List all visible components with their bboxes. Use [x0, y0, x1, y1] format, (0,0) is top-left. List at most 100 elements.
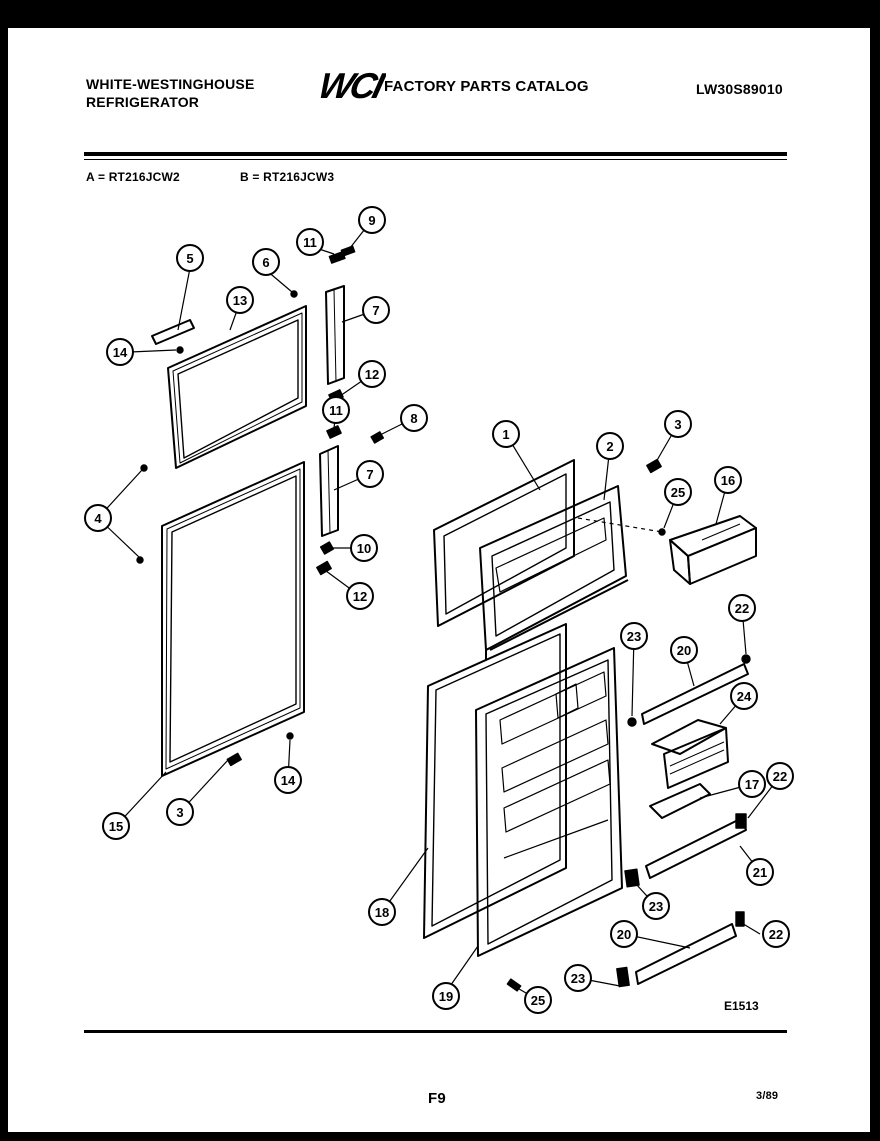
callout-circle	[728, 594, 756, 622]
callout-circle	[358, 360, 386, 388]
callout-circle	[714, 466, 742, 494]
callout-circle	[524, 986, 552, 1014]
callout-circle	[350, 534, 378, 562]
callout-7: 7	[362, 296, 390, 324]
callout-label: 11	[303, 235, 317, 250]
callout-circle	[274, 766, 302, 794]
brand-line-2: REFRIGERATOR	[86, 94, 200, 110]
callout-label: 25	[531, 993, 545, 1008]
wci-logo: WCI	[314, 66, 390, 106]
door-bar-upper-part	[641, 663, 749, 725]
callout-circle	[166, 798, 194, 826]
callout-9: 9	[358, 206, 386, 234]
catalog-number: LW30S89010	[696, 81, 783, 97]
callout-circle	[564, 964, 592, 992]
callout-label: 22	[735, 601, 749, 616]
header-rule-thick	[84, 152, 787, 156]
callout-label: 5	[186, 251, 193, 266]
callout-12: 12	[346, 582, 374, 610]
callout-circle	[296, 228, 324, 256]
callout-circle	[106, 338, 134, 366]
callout-1: 1	[492, 420, 520, 448]
callout-label: 22	[769, 927, 783, 942]
callout-4: 4	[84, 504, 112, 532]
hinge-channel-upper-part	[325, 285, 345, 385]
callout-circle	[492, 420, 520, 448]
callout-circle	[642, 892, 670, 920]
callout-11: 11	[296, 228, 324, 256]
callout-label: 13	[233, 293, 247, 308]
callout-16: 16	[714, 466, 742, 494]
freezer-door-gasket-part	[167, 305, 307, 469]
callout-circle	[664, 478, 692, 506]
callout-label: 14	[113, 345, 128, 360]
page-number: F9	[428, 1090, 446, 1107]
callout-12: 12	[358, 360, 386, 388]
callout-circle	[252, 248, 280, 276]
callout-circle	[368, 898, 396, 926]
callout-17: 17	[738, 770, 766, 798]
dairy-compartment-part	[651, 719, 729, 789]
callout-label: 10	[357, 541, 371, 556]
freezer-door-liner-part	[479, 485, 629, 660]
callout-circle	[102, 812, 130, 840]
door-bar-lower-part	[635, 923, 737, 985]
callout-20: 20	[610, 920, 638, 948]
callout-circle	[226, 286, 254, 314]
callout-circle	[664, 410, 692, 438]
page-date: 3/89	[756, 1090, 779, 1102]
fresh-food-door-liner-part	[475, 647, 623, 957]
callout-21: 21	[746, 858, 774, 886]
model-a: A = RT216JCW2	[86, 170, 180, 184]
callout-label: 18	[375, 905, 389, 920]
callout-circle	[762, 920, 790, 948]
callout-label: 14	[281, 773, 296, 788]
model-b: B = RT216JCW3	[240, 170, 335, 184]
callout-25: 25	[664, 478, 692, 506]
callout-label: 23	[627, 629, 641, 644]
brand-line-1: WHITE-WESTINGHOUSE	[86, 76, 255, 92]
callout-circle	[84, 504, 112, 532]
callout-22: 22	[766, 762, 794, 790]
callout-label: 20	[677, 643, 691, 658]
callout-label: 3	[674, 417, 681, 432]
door-bar-middle-part	[645, 817, 747, 879]
fresh-food-gasket-right-part	[423, 623, 567, 939]
exploded-parts-diagram: 1233456778910111112121314141516171819202…	[84, 206, 794, 1014]
hinge-channel-lower-part	[319, 445, 339, 537]
freezer-door-bin-part	[669, 515, 757, 585]
callout-circle	[346, 582, 374, 610]
callout-circle	[620, 622, 648, 650]
small-hardware-parts	[136, 245, 751, 992]
callout-5: 5	[176, 244, 204, 272]
callout-circle	[176, 244, 204, 272]
callout-label: 7	[366, 467, 373, 482]
callout-label: 23	[649, 899, 663, 914]
callout-label: 7	[372, 303, 379, 318]
callout-23: 23	[620, 622, 648, 650]
callout-circle	[766, 762, 794, 790]
callout-circle	[400, 404, 428, 432]
callout-label: 12	[365, 367, 379, 382]
callout-label: 6	[262, 255, 269, 270]
callout-label: 22	[773, 769, 787, 784]
callout-label: 2	[606, 439, 613, 454]
callout-circle	[322, 396, 350, 424]
diagram-code: E1513	[724, 999, 759, 1013]
callout-label: 23	[571, 971, 585, 986]
callout-24: 24	[730, 682, 758, 710]
wci-logo-mark: WCI	[315, 66, 390, 106]
callout-label: 8	[410, 411, 417, 426]
callout-circle	[730, 682, 758, 710]
callout-15: 15	[102, 812, 130, 840]
callout-label: 3	[176, 805, 183, 820]
header-rule-thin	[84, 159, 787, 160]
callout-label: 21	[753, 865, 767, 880]
callout-label: 15	[109, 819, 123, 834]
callout-22: 22	[728, 594, 756, 622]
callout-circle	[738, 770, 766, 798]
callout-label: 20	[617, 927, 631, 942]
callout-14: 14	[106, 338, 134, 366]
callout-label: 19	[439, 989, 453, 1004]
